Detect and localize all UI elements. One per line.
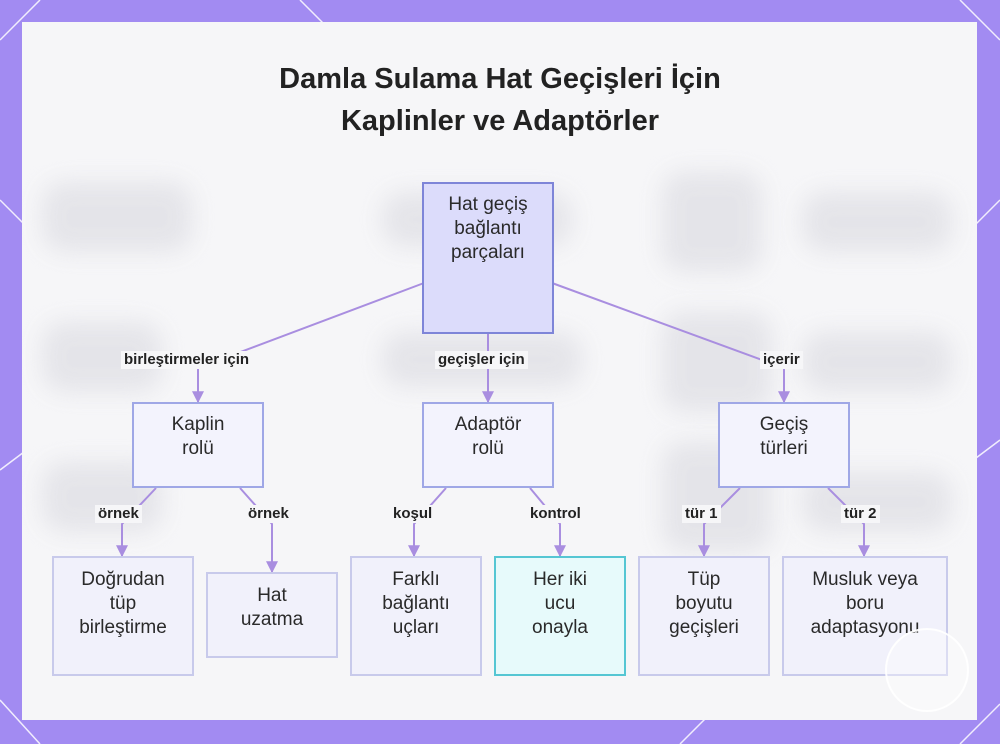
node-root-label: Hat geçiş bağlantı parçaları [448,194,528,263]
node-adapter-role-label: Adaptör rolü [454,414,522,459]
node-transition-types-label: Geçiş türleri [759,414,809,459]
edge-label-condition: koşul [390,505,436,523]
edge-adapter-ends [408,487,447,558]
node-line-extension: Hat uzatma [206,572,338,658]
title-line-2: Kaplinler ve Adaptörler [340,105,659,137]
edge-label-example-1: örnek [95,505,142,523]
edge-adapter-confirm [529,487,566,558]
edge-label-check: kontrol [527,505,584,523]
node-confirm-both-ends-label: Her iki ucu onayla [532,569,588,638]
node-tube-size-transitions-label: Tüp boyutu geçişleri [669,569,739,638]
node-direct-tube-join: Doğrudan tüp birleştirme [52,556,194,676]
node-tube-size-transitions: Tüp boyutu geçişleri [638,556,770,676]
node-coupler-role-label: Kaplin rolü [171,414,225,459]
node-root: Hat geçiş bağlantı parçaları [422,182,554,334]
background-blur [662,312,772,412]
edge-types-tube [698,487,741,558]
node-adapter-role: Adaptör rolü [422,402,554,488]
edge-root-coupler [192,282,425,404]
node-transition-types: Geçiş türleri [718,402,850,488]
watermark-badge [885,628,969,712]
edge-coupler-direct [116,487,157,558]
diagram-title: Damla Sulama Hat Geçişleri İçin Kaplinle… [0,58,1000,142]
background-blur [802,192,952,252]
node-different-ends: Farklı bağlantı uçları [350,556,482,676]
edge-label-type-2: tür 2 [841,505,880,523]
edge-types-faucet [827,487,870,558]
edge-root-transitions [551,282,790,404]
edge-label-for-joins: birleştirmeler için [121,351,253,369]
node-direct-tube-join-label: Doğrudan tüp birleştirme [79,569,167,638]
edge-label-includes: içerir [760,351,803,369]
edge-label-example-2: örnek [245,505,292,523]
node-faucet-pipe-adaptation-label: Musluk veya boru adaptasyonu [810,569,920,638]
node-coupler-role: Kaplin rolü [132,402,264,488]
background-blur [802,332,952,392]
edge-label-for-transitions: geçişler için [435,351,528,369]
node-confirm-both-ends: Her iki ucu onayla [494,556,626,676]
node-different-ends-label: Farklı bağlantı uçları [382,569,450,638]
node-line-extension-label: Hat uzatma [240,585,304,630]
edge-label-type-1: tür 1 [682,505,721,523]
edge-coupler-extension [239,487,278,574]
background-blur [42,182,192,252]
title-line-1: Damla Sulama Hat Geçişleri İçin [279,63,721,95]
background-blur [662,172,762,272]
